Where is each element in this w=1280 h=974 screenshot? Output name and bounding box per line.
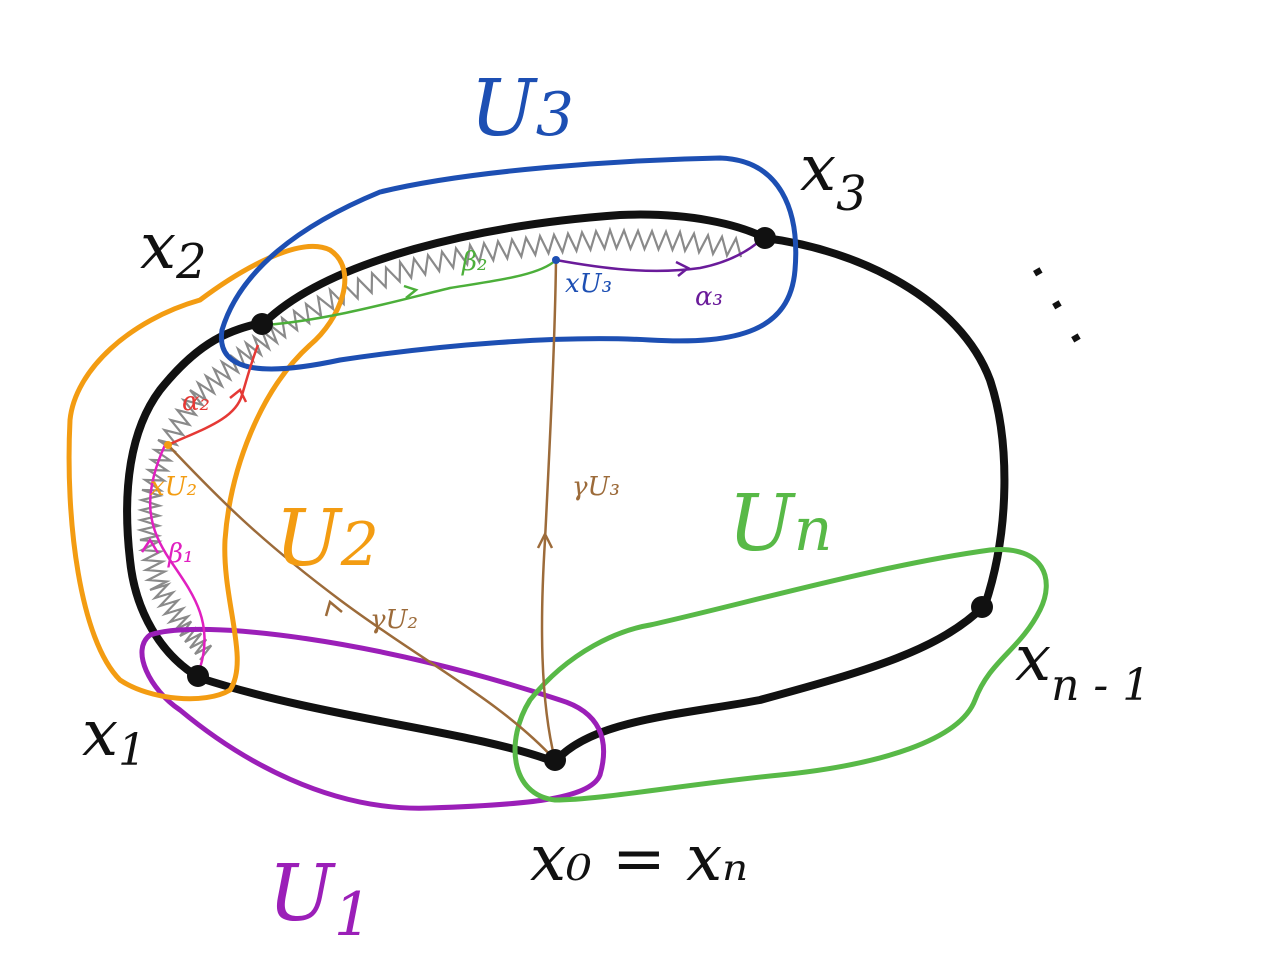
alpha3-arrow: [675, 260, 691, 277]
gammaU2-arrow: [324, 599, 343, 617]
label-beta2: β₂: [461, 247, 487, 277]
path-gammaU2: [167, 444, 556, 761]
path-beta1: [148, 444, 206, 669]
path-alpha3: [555, 237, 764, 273]
label-Un: Un: [728, 479, 832, 569]
label-xn1: xn - 1: [1015, 622, 1150, 711]
region-Un-outline: [512, 547, 1049, 803]
label-gammaU3: γU₃: [572, 472, 620, 502]
label-xU2: xU₂: [150, 472, 197, 502]
label-x0: x₀ = xₙ: [530, 822, 748, 896]
label-beta1: β₁: [167, 539, 193, 569]
label-U3: U3: [470, 64, 574, 154]
label-gammaU2: γU₂: [370, 605, 418, 635]
region-U2-outline: [66, 243, 348, 702]
region-U1-outline: [139, 626, 607, 811]
vertex-xn1: [971, 596, 993, 618]
homotopy-band: [136, 226, 743, 661]
main-loop: [123, 210, 1009, 766]
basepoint-xU3: [552, 256, 560, 264]
ellipsis-dots: · · ·: [1002, 247, 1110, 365]
vertex-x1: [187, 665, 209, 687]
vertex-x2: [251, 313, 273, 335]
label-x1: x1: [82, 697, 146, 776]
gammaU3-arrow: [536, 531, 554, 549]
label-U2: U2: [275, 494, 379, 584]
path-beta2: [264, 259, 557, 327]
alpha2-arrow: [229, 388, 248, 403]
basepoint-xU2: [164, 441, 172, 449]
label-xU3: xU₃: [565, 269, 612, 299]
path-gammaU3: [540, 259, 558, 761]
label-x2: x2: [140, 210, 207, 290]
label-alpha3: α₃: [695, 282, 723, 312]
beta2-arrow: [403, 284, 419, 299]
label-U1: U1: [268, 849, 372, 950]
label-x3: x3: [800, 132, 867, 222]
vertex-x3: [754, 227, 776, 249]
beta1-arrow: [140, 537, 160, 554]
label-alpha2: α₂: [182, 387, 210, 417]
region-U3-outline: [218, 155, 799, 372]
vertex-x0: [544, 749, 566, 771]
